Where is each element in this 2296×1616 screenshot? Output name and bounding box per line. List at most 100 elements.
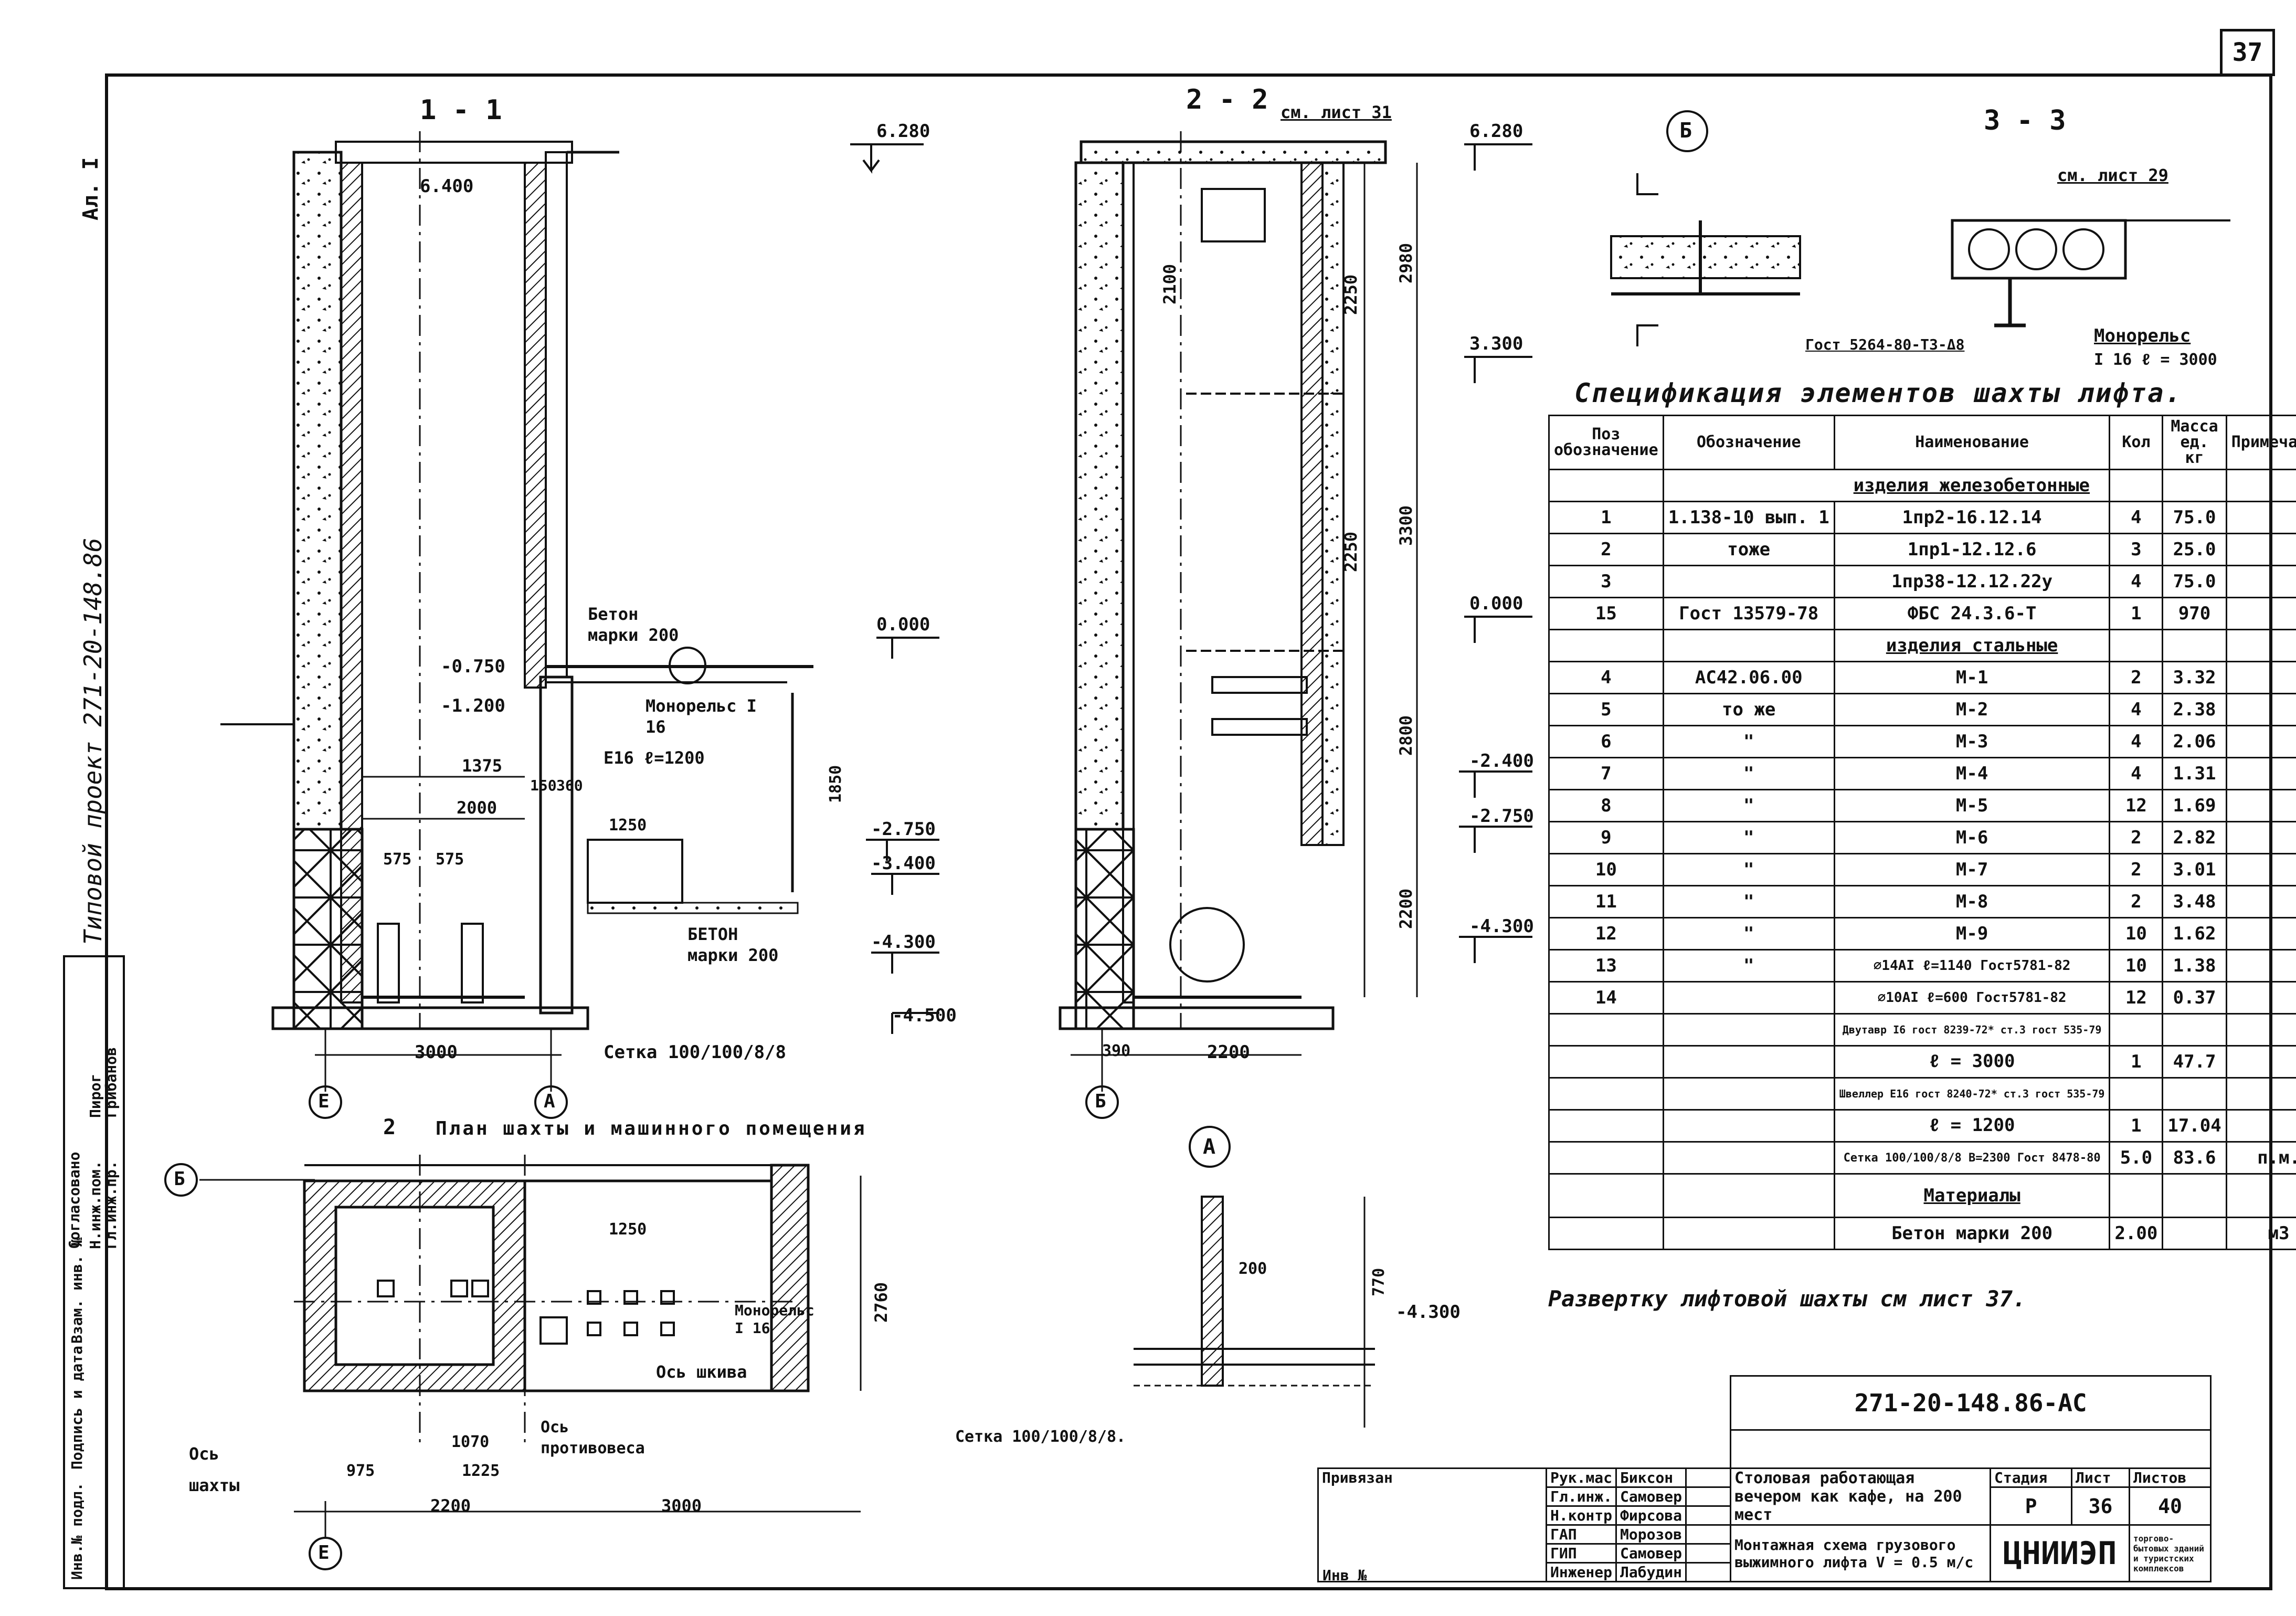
node-b-drawing bbox=[1610, 110, 1801, 346]
level-m2750-a: -2.750 bbox=[871, 819, 936, 840]
dim-1850: 1850 bbox=[827, 765, 845, 803]
axis-e-1: Е bbox=[318, 1091, 330, 1112]
level-6400: 6.400 bbox=[420, 176, 474, 197]
role-name: Самовер bbox=[1615, 1543, 1687, 1564]
axis-e-plan: Е bbox=[318, 1542, 330, 1564]
plan-dim-1225: 1225 bbox=[462, 1462, 500, 1480]
dim-2250-a: 2250 bbox=[1341, 274, 1361, 315]
section-3-3-monorail-spec: I 16 ℓ = 3000 bbox=[2094, 351, 2217, 369]
dim-2800: 2800 bbox=[1396, 715, 1416, 756]
dim-3300: 3300 bbox=[1396, 505, 1416, 546]
role-name: Морозов bbox=[1615, 1524, 1687, 1545]
section-3-3-ref: см. лист 29 bbox=[2057, 165, 2168, 185]
plan-dim-2200: 2200 bbox=[430, 1496, 471, 1516]
plan-dim-2760: 2760 bbox=[871, 1282, 891, 1323]
level-m2750-b: -2.750 bbox=[1469, 806, 1534, 827]
level-m2400: -2.400 bbox=[1469, 751, 1534, 772]
level-m4300-c: -4.300 bbox=[1396, 1302, 1461, 1323]
role-name: Фирсова bbox=[1615, 1505, 1687, 1526]
plan-monorail: Монорельс I 16 bbox=[735, 1302, 814, 1337]
stage-value: Р bbox=[1990, 1486, 2073, 1526]
dim-3000: 3000 bbox=[415, 1042, 458, 1063]
sheet-title: Монтажная схема грузового выжимного лифт… bbox=[1730, 1524, 1992, 1582]
role: ГАП bbox=[1545, 1524, 1617, 1545]
level-6280-a: 6.280 bbox=[876, 121, 930, 142]
level-m4500: -4.500 bbox=[892, 1005, 957, 1026]
spec-section-materials: Материалы bbox=[1834, 1173, 2110, 1218]
role: Рук.мас bbox=[1545, 1467, 1617, 1488]
dim-2100: 2100 bbox=[1160, 263, 1180, 304]
sheets-header: Листов bbox=[2129, 1467, 2212, 1488]
spec-h-code: Обозначение bbox=[1662, 415, 1835, 470]
stage-header: Стадия bbox=[1990, 1467, 2073, 1488]
label-beton-200-top: Бетон марки 200 bbox=[588, 604, 679, 645]
plan-dim-1070: 1070 bbox=[451, 1433, 490, 1451]
note-unfold: Развертку лифтовой шахты см лист 37. bbox=[1548, 1286, 2026, 1312]
level-0000-b: 0.000 bbox=[1469, 593, 1523, 614]
node-a-setka: Сетка 100/100/8/8. bbox=[955, 1428, 1126, 1446]
spec-h-qty: Кол bbox=[2109, 415, 2164, 470]
plan-os-shkiva: Ось шкива bbox=[656, 1362, 747, 1382]
inv-number: Инв № bbox=[1322, 1567, 1367, 1584]
spec-section-rc: изделия железобетонные bbox=[1834, 469, 2110, 502]
dim-1250: 1250 bbox=[609, 816, 647, 835]
spec-row: Швеллер Ε16 гост 8240-72* ст.3 гост 535-… bbox=[1548, 1077, 2296, 1111]
spec-h-note: Примечание bbox=[2225, 415, 2296, 470]
label-channel: Ε16 ℓ=1200 bbox=[604, 748, 705, 768]
spec-h-pos: Поз обозначение bbox=[1548, 415, 1664, 470]
node-a-marker: А bbox=[1203, 1135, 1216, 1159]
privyazan: Привязан bbox=[1317, 1467, 1547, 1582]
section-3-3-title: 3 - 3 bbox=[1984, 105, 2066, 136]
section-2-2-title: 2 - 2 bbox=[1186, 84, 1268, 115]
section-3-3-drawing bbox=[1951, 219, 2230, 328]
axis-a-1: А bbox=[544, 1091, 555, 1112]
role-name: Самовер bbox=[1615, 1486, 1687, 1507]
sheets-value: 40 bbox=[2129, 1486, 2212, 1526]
level-m4300-b: -4.300 bbox=[1469, 916, 1534, 937]
plan-marker: 2 bbox=[383, 1115, 396, 1139]
plan-dim-975: 975 bbox=[346, 1462, 375, 1480]
level-m3400: -3.400 bbox=[871, 853, 936, 874]
dim-390: 390 bbox=[1102, 1042, 1131, 1060]
section-2-2-drawing bbox=[1059, 131, 1418, 1119]
node-a-drawing bbox=[1134, 1126, 1375, 1428]
section-3-3-gost: Гост 5264-80-Т3-Δ8 bbox=[1805, 336, 1965, 353]
section-1-1-drawing bbox=[220, 131, 813, 1119]
role: Гл.инж. bbox=[1545, 1486, 1617, 1507]
label-setka: Сетка 100/100/8/8 bbox=[604, 1042, 786, 1063]
dim-2250-b: 2250 bbox=[1341, 531, 1361, 572]
level-m1200: -1.200 bbox=[441, 695, 505, 716]
approval-strip bbox=[63, 955, 125, 1589]
axis-b-2: Б bbox=[1095, 1091, 1106, 1112]
level-markers bbox=[850, 143, 1532, 1034]
spec-table: Поз обозначение Обозначение Наименование… bbox=[1548, 415, 2296, 1250]
dim-575-a: 575 bbox=[383, 850, 412, 869]
level-6280-b: 6.280 bbox=[1469, 121, 1523, 142]
level-m0750: -0.750 bbox=[441, 656, 505, 677]
node-b-marker: Б bbox=[1679, 119, 1692, 143]
doc-code: 271-20-148.86-АС bbox=[1730, 1375, 2212, 1431]
spec-row: Двутавр I6 гост 8239-72* ст.3 гост 535-7… bbox=[1548, 1013, 2296, 1047]
dim-2000: 2000 bbox=[457, 798, 498, 818]
section-3-3-monorail: Монорельс bbox=[2094, 325, 2191, 346]
plan-dim-1250: 1250 bbox=[609, 1220, 647, 1239]
org-subtitle: торгово-бытовых зданий и туристских комп… bbox=[2129, 1524, 2212, 1582]
